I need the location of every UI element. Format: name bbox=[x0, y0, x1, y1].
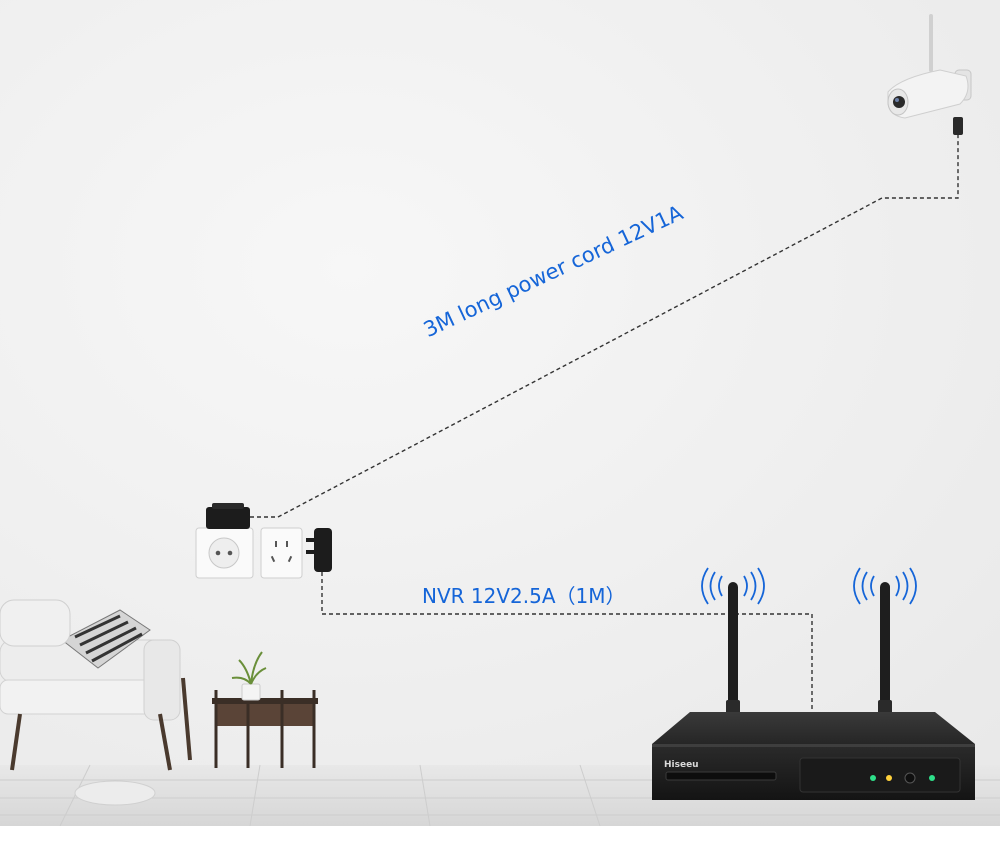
sofa-icon bbox=[0, 599, 192, 806]
cables bbox=[250, 135, 959, 712]
wall-socket-cn-icon bbox=[260, 527, 303, 579]
camera-power-cable bbox=[250, 135, 959, 518]
side-table-icon bbox=[212, 690, 318, 768]
nvr-cable-caption: NVR 12V2.5A（1M） bbox=[422, 584, 626, 608]
plant-icon bbox=[231, 651, 267, 701]
antenna-left-icon bbox=[726, 582, 740, 714]
camera-power-adapter-icon bbox=[206, 503, 250, 529]
antenna-right-icon bbox=[878, 582, 892, 714]
wall-socket-eu-icon bbox=[195, 527, 254, 579]
nvr-power-cable bbox=[321, 572, 813, 712]
bottom-margin bbox=[0, 826, 1000, 846]
nvr-power-adapter-icon bbox=[306, 528, 332, 572]
wifi-signal-right-icon bbox=[853, 567, 917, 605]
ip-camera-icon bbox=[887, 14, 972, 135]
nvr-brand-logo: Hiseeu bbox=[664, 760, 699, 770]
wifi-signal-left-icon bbox=[701, 567, 765, 605]
nvr-recorder-icon bbox=[652, 712, 975, 800]
wall bbox=[0, 0, 1000, 765]
